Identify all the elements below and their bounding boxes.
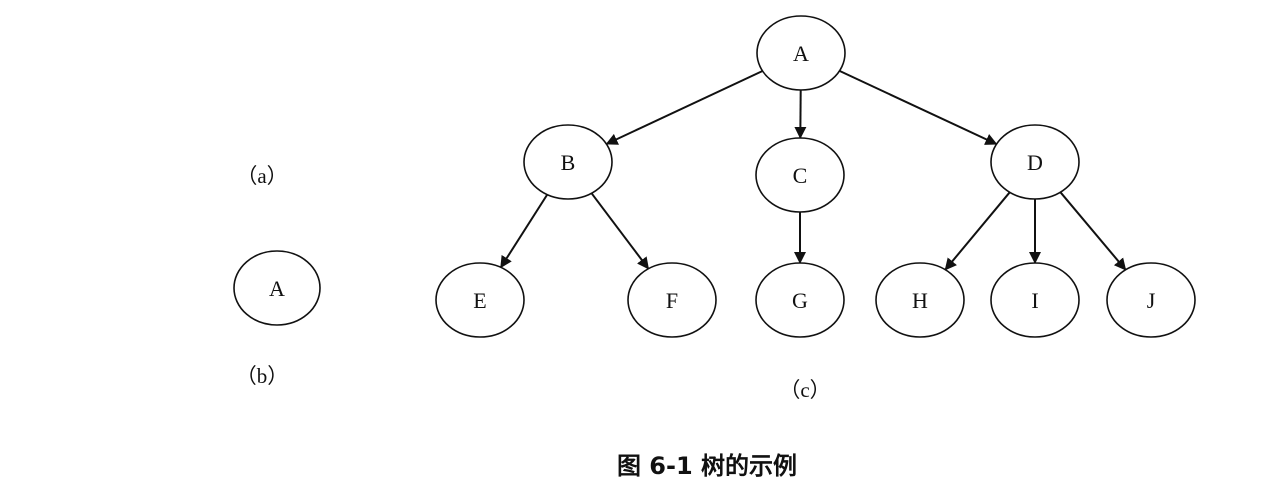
node-c-D: D [990, 124, 1080, 200]
node-c-C-ellipse [755, 137, 845, 213]
node-c-F-label: F [666, 288, 678, 313]
node-c-A-ellipse [756, 15, 846, 91]
node-c-H-label: H [912, 288, 928, 313]
node-c-A-label: A [793, 41, 809, 66]
node-c-B-ellipse [523, 124, 613, 200]
node-c-I: I [990, 262, 1080, 338]
node-c-J: J [1106, 262, 1196, 338]
node-b-A-label: A [269, 276, 285, 301]
edge-A-B [605, 70, 763, 145]
node-c-F-ellipse [627, 262, 717, 338]
node-b-A: A [233, 250, 321, 326]
tree-edges [499, 69, 1127, 271]
panel-a: （a） [236, 164, 287, 188]
node-c-C-label: C [793, 163, 808, 188]
node-c-G-label: G [792, 288, 808, 313]
panel-c-label: （c） [779, 378, 830, 402]
panel-b: A （b） [233, 250, 321, 388]
edge-B-F [590, 192, 650, 270]
node-c-B-label: B [561, 150, 576, 175]
node-c-E-label: E [473, 288, 486, 313]
node-c-G: G [755, 262, 845, 338]
node-c-F: F [627, 262, 717, 338]
figure-caption: 图 6-1 树的示例 [617, 452, 797, 480]
tree-nodes: A B C D E F G [435, 15, 1196, 338]
edge-D-J [1059, 191, 1127, 271]
panel-b-label: （b） [236, 364, 289, 388]
node-c-I-ellipse [990, 262, 1080, 338]
node-c-A: A [756, 15, 846, 91]
node-c-D-label: D [1027, 150, 1043, 175]
node-c-I-label: I [1031, 288, 1038, 313]
edge-D-H [944, 191, 1011, 271]
node-c-B: B [523, 124, 613, 200]
node-c-G-ellipse [755, 262, 845, 338]
node-b-A-ellipse [233, 250, 321, 326]
edge-A-D [839, 69, 998, 146]
node-c-D-ellipse [990, 124, 1080, 200]
panel-c: A B C D E F G [435, 15, 1196, 402]
edge-B-E [499, 194, 549, 269]
node-c-C: C [755, 137, 845, 213]
node-c-H: H [875, 262, 965, 338]
node-c-E-ellipse [435, 262, 525, 338]
node-c-E: E [435, 262, 525, 338]
node-c-H-ellipse [875, 262, 965, 338]
panel-a-label: （a） [236, 164, 287, 188]
node-c-J-ellipse [1106, 262, 1196, 338]
node-c-J-label: J [1147, 288, 1156, 313]
